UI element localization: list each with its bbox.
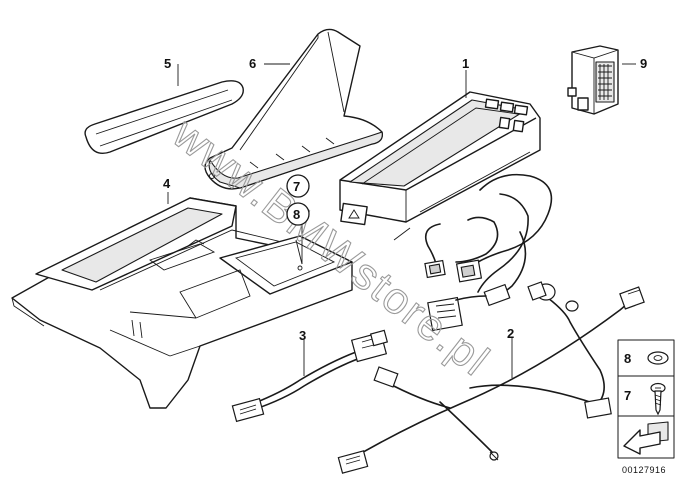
screw-icon (650, 382, 666, 416)
callout-9: 9 (640, 56, 647, 71)
callout-6: 6 (249, 56, 256, 71)
part-2-long-harness (337, 281, 645, 474)
part-1-console-tray (339, 91, 541, 241)
callout-5: 5 (164, 56, 171, 71)
part-6-armrest-support (204, 28, 383, 190)
part-3-cable-harness (231, 329, 389, 423)
legend-number-7: 7 (624, 388, 631, 403)
callout-8-circled: 8 (293, 207, 300, 222)
direction-arrow-icon (623, 421, 669, 455)
legend-number-8: 8 (624, 351, 631, 366)
legend-panel: 8 7 (617, 339, 675, 459)
part-9-switch-module (567, 45, 619, 115)
console-wiring-harness (424, 173, 553, 332)
part-4-console-base (11, 197, 353, 409)
callout-1: 1 (462, 56, 469, 71)
callout-4: 4 (163, 176, 171, 191)
callout-7-circled: 7 (293, 179, 300, 194)
callout-3: 3 (299, 328, 306, 343)
washer-icon (647, 351, 669, 365)
callout-leaders (167, 63, 636, 378)
diagram-number: 00127916 (622, 465, 666, 475)
callout-2: 2 (507, 326, 514, 341)
part-5-armrest-pad (84, 80, 244, 155)
